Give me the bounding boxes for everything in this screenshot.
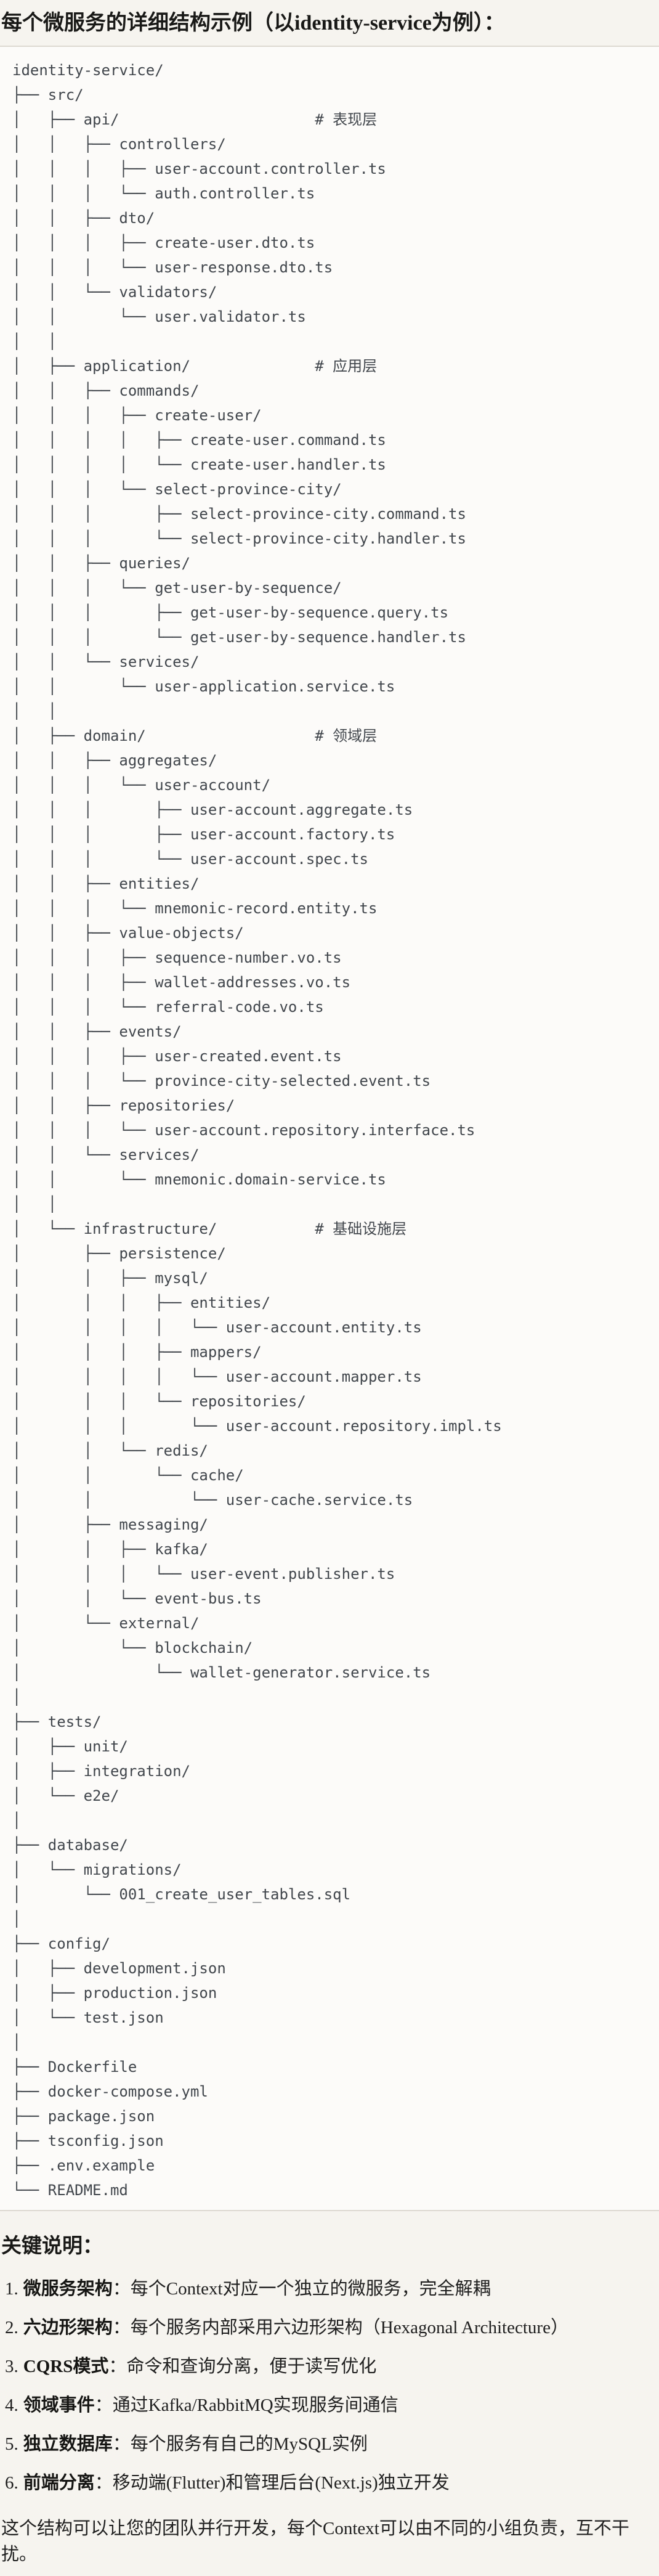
note-item-domain-events: 4.领域事件：通过Kafka/RabbitMQ实现服务间通信	[5, 2392, 655, 2418]
note-item-number: 4.	[5, 2395, 18, 2416]
closing-paragraph: 这个结构可以让您的团队并行开发，每个Context可以由不同的小组负责，互不干扰…	[1, 2519, 629, 2565]
note-item-label: 微服务架构	[23, 2279, 113, 2299]
note-item-cqrs: 3.CQRS模式：命令和查询分离，便于读写优化	[5, 2354, 655, 2379]
note-item-number: 1.	[5, 2279, 18, 2299]
key-notes-heading: 关键说明：	[1, 2235, 103, 2258]
note-item-number: 3.	[5, 2357, 18, 2377]
note-item-text: ：每个服务内部采用六边形架构（Hexagonal Architecture）	[112, 2318, 568, 2338]
key-notes-list: 1.微服务架构：每个Context对应一个独立的微服务，完全解耦 2.六边形架构…	[1, 2276, 655, 2496]
note-item-microservices: 1.微服务架构：每个Context对应一个独立的微服务，完全解耦	[5, 2276, 655, 2302]
note-item-number: 6.	[5, 2473, 18, 2493]
note-item-text: ：每个服务有自己的MySQL实例	[112, 2434, 368, 2455]
note-item-frontend-split: 6.前端分离：移动端(Flutter)和管理后台(Next.js)独立开发	[5, 2470, 655, 2496]
page-title: 每个微服务的详细结构示例（以identity-service为例）：	[1, 12, 505, 35]
note-item-number: 5.	[5, 2434, 18, 2455]
note-item-hexagonal: 2.六边形架构：每个服务内部采用六边形架构（Hexagonal Architec…	[5, 2315, 655, 2341]
note-item-independent-db: 5.独立数据库：每个服务有自己的MySQL实例	[5, 2431, 655, 2457]
note-item-label: CQRS模式	[23, 2357, 109, 2377]
note-item-label: 六边形架构	[23, 2318, 113, 2338]
note-item-text: ：每个Context对应一个独立的微服务，完全解耦	[112, 2279, 491, 2299]
note-item-label: 前端分离	[23, 2473, 95, 2493]
note-item-text: ：命令和查询分离，便于读写优化	[108, 2357, 377, 2377]
note-item-label: 独立数据库	[23, 2434, 113, 2455]
note-item-number: 2.	[5, 2318, 18, 2338]
note-item-text: ：移动端(Flutter)和管理后台(Next.js)独立开发	[94, 2473, 450, 2493]
key-notes-section: 关键说明： 1.微服务架构：每个Context对应一个独立的微服务，完全解耦 2…	[0, 2233, 659, 2567]
note-item-label: 领域事件	[23, 2395, 95, 2416]
directory-tree-code-block: identity-service/ ├── src/ │ ├── api/ # …	[0, 46, 659, 2212]
note-item-text: ：通过Kafka/RabbitMQ实现服务间通信	[94, 2395, 398, 2416]
